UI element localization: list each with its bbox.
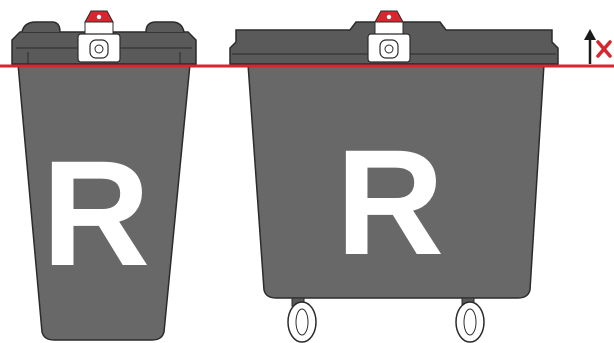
small-bin: R [12,11,196,340]
wheel-icon [456,298,484,342]
lock-icon [78,11,120,62]
cross-icon [598,42,610,56]
large-container-letter: R [336,118,444,286]
large-container: R [230,11,558,342]
lock-icon [368,11,410,62]
wheel-icon [288,298,316,342]
arrow-up-icon [584,29,596,64]
small-bin-handle-right [146,22,184,32]
small-bin-handle-left [22,22,60,32]
small-bin-letter: R [42,129,150,297]
